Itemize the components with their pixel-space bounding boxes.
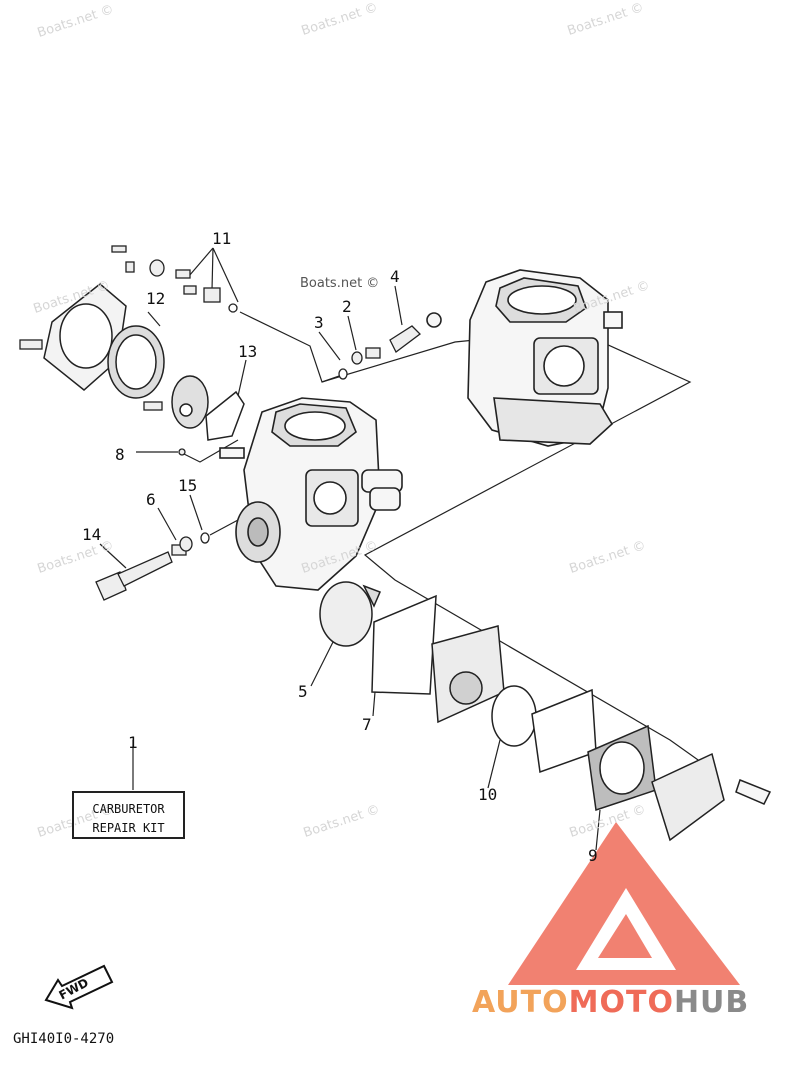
callout-7: 7 <box>362 715 372 734</box>
float-cover-12 <box>43 283 245 441</box>
automotohub-logo-mark <box>508 822 740 985</box>
callout-10: 10 <box>478 785 498 804</box>
callout-14: 14 <box>82 525 102 544</box>
kit-label-line2: REPAIR KIT <box>92 821 165 835</box>
carburetor-repair-kit-label: CARBURETOR REPAIR KIT <box>72 791 185 839</box>
brand-part1: AUTO <box>472 985 569 1020</box>
part-number: GHI40I0-4270 <box>13 1031 115 1047</box>
callout-4: 4 <box>390 267 400 286</box>
automotohub-logo-text: AUTOMOTOHUB <box>472 985 749 1020</box>
needle-jet-parts <box>338 325 421 380</box>
callout-5: 5 <box>298 682 308 701</box>
carburetor-body-rear <box>426 269 623 447</box>
carburetor-body <box>219 397 403 591</box>
callout-3: 3 <box>314 313 324 332</box>
callout-13: 13 <box>238 342 258 361</box>
brand-part3: HUB <box>673 985 750 1020</box>
callout-11: 11 <box>212 229 232 248</box>
callout-6: 6 <box>146 490 156 509</box>
callout-12: 12 <box>146 289 166 308</box>
callout-9: 9 <box>588 846 598 865</box>
kit-label-line1: CARBURETOR <box>92 802 165 816</box>
pilot-screw-parts <box>95 532 210 601</box>
brand-part2: MOTO <box>568 985 674 1020</box>
pump-parts <box>319 581 772 842</box>
callout-15: 15 <box>178 476 198 495</box>
small-parts-11 <box>19 245 238 456</box>
watermark: Boats.net © <box>300 276 380 291</box>
callout-1: 1 <box>128 733 138 752</box>
callout-2: 2 <box>342 297 352 316</box>
fwd-arrow-icon <box>44 964 114 1010</box>
callout-8: 8 <box>115 445 125 464</box>
